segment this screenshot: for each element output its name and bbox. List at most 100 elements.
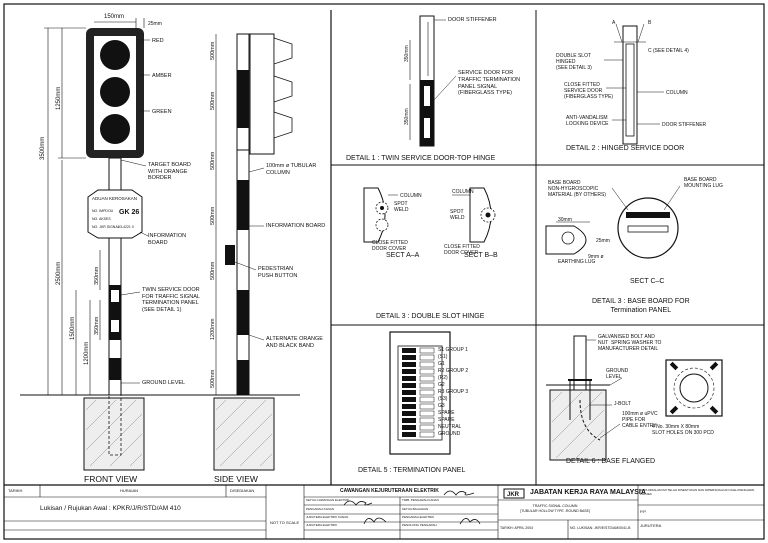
tb-row-5: JURUTERA ELEKTRIK KANAN bbox=[306, 515, 349, 519]
d5-title: DETAIL 5 : TERMINATION PANEL bbox=[358, 467, 465, 474]
terminal-label: G3 bbox=[438, 403, 445, 409]
terminal-block bbox=[402, 369, 416, 374]
side-dim-5: 500mm bbox=[210, 261, 216, 280]
tb-jkr: JABATAN KERJA RAYA MALAYSIA bbox=[530, 489, 646, 496]
terminal-label: SPARE bbox=[438, 410, 455, 416]
d3b-column: COLUMN bbox=[452, 189, 474, 195]
d1-dim-2: 350mm bbox=[404, 108, 410, 125]
label-push-button: PEDESTRIAN PUSH BUTTON bbox=[258, 266, 298, 279]
terminal-label: NEUTRAL bbox=[438, 424, 462, 430]
dim-1250: 1250mm bbox=[56, 87, 62, 110]
info-title: ADUAN KEROSAKAN bbox=[92, 196, 137, 201]
side-dim-4: 500mm bbox=[210, 206, 216, 225]
tb-scale: NOT TO SCALE bbox=[270, 520, 300, 525]
push-button bbox=[225, 245, 235, 265]
d3b-base: BASE BOARD NON-HYGROSCOPIC MATERIAL (BY … bbox=[548, 180, 606, 198]
signature-4 bbox=[459, 518, 481, 525]
d3b-25: 25mm bbox=[596, 238, 610, 244]
detail-1: 350mm 350mm DETAIL 1 : TWIN SERVICE DOOR… bbox=[346, 15, 496, 162]
d2-label-lock: ANTI-VANDALISM LOCKING DEVICE bbox=[566, 115, 609, 127]
d3a-weld: SPOT WELD bbox=[394, 201, 409, 213]
terminal-label: R3 GROUP 3 bbox=[438, 389, 469, 395]
d3a-cover: CLOSE FITTED DOOR COVER bbox=[372, 240, 408, 252]
d1-dim-1: 350mm bbox=[404, 45, 410, 62]
terminal-block bbox=[402, 348, 416, 353]
tb-right: DATA DIRALAM IMI TELAH DISENTUKAN DAN DI… bbox=[640, 488, 755, 496]
info-row-2: NO. AKSES bbox=[92, 217, 111, 221]
terminal-screw bbox=[419, 410, 435, 417]
terminal-label: (S3) bbox=[438, 396, 448, 402]
terminal-block bbox=[402, 404, 416, 409]
signature-3 bbox=[363, 517, 387, 525]
dim-350b: 350mm bbox=[94, 316, 100, 335]
detail-2: A B C (SEE DETAIL 4) COLUMN DOOR STIFFEN… bbox=[566, 20, 707, 152]
side-dim-7: 500mm bbox=[210, 369, 216, 388]
front-view-title: FRONT VIEW bbox=[84, 474, 137, 484]
tb-row-3: PENGARAH KANAN bbox=[306, 507, 335, 511]
tb-row-6: PENGARAH ELEKTRIK bbox=[402, 515, 435, 519]
label-amber: AMBER bbox=[152, 73, 172, 79]
detail-5: DETAIL 5 : TERMINATION PANEL bbox=[358, 331, 465, 474]
side-dim-2: 500mm bbox=[210, 91, 216, 110]
d3b-cover: CLOSE FITTED DOOR COVER bbox=[444, 244, 480, 256]
label-target-board-text: TARGET BOARD WITH ORANGE BORDER bbox=[148, 162, 191, 181]
d2-label-hinge: DOUBLE SLOT HINGED (SEE DETAIL 3) bbox=[556, 53, 592, 71]
tb-row-1: KETUA CAWANGAN ELEKTRIK bbox=[306, 498, 350, 502]
d2-see4: C (SEE DETAIL 4) bbox=[648, 48, 689, 54]
detail-3-base-board: 30mm 25mm 9mm ø EARTHING LUG SECT C–C bbox=[545, 185, 681, 285]
d6-bolt: GALVANISED BOLT AND NUT SPRING WASHER TO… bbox=[598, 334, 662, 352]
tb-jurutera: JURUTERA bbox=[640, 523, 662, 528]
d3b-earth: EARTHING LUG bbox=[558, 259, 596, 265]
side-view: 500mm 500mm 500mm 500mm 500mm 1200mm 500… bbox=[200, 33, 300, 484]
terminal-block bbox=[402, 411, 416, 416]
tb-project: TRAFFIC SIGNAL COLUMN (TUBULAR HOLLOW TY… bbox=[520, 504, 591, 513]
terminal-screw bbox=[419, 347, 435, 354]
terminal-screw bbox=[419, 417, 435, 424]
d1-label-stiffener: DOOR STIFFENER bbox=[448, 17, 497, 23]
foundation bbox=[83, 397, 145, 471]
tb-huraian: HURAIAN bbox=[120, 488, 139, 493]
signature-1 bbox=[343, 500, 373, 506]
dim-150: 150mm bbox=[104, 14, 124, 20]
d3b-lug: BASE BOARD MOUNTING LUG bbox=[684, 177, 723, 189]
info-code: GK 26 bbox=[119, 209, 139, 216]
side-view-title: SIDE VIEW bbox=[214, 474, 258, 484]
tb-row-4: KETUA BAHAGIAN bbox=[402, 507, 429, 511]
tb-disediakan: DISEDIAKAN bbox=[230, 488, 255, 493]
terminal-screw bbox=[419, 361, 435, 368]
terminal-block bbox=[402, 376, 416, 381]
d6-pipe: 100mm ø uPVC PIPE FOR CABLE ENTRY bbox=[622, 411, 658, 429]
terminal-block bbox=[402, 397, 416, 402]
terminal-screw bbox=[419, 368, 435, 375]
label-green: GREEN bbox=[152, 109, 172, 115]
d3b-title: SECT B–B bbox=[464, 252, 498, 259]
title-block bbox=[4, 485, 764, 539]
detail-6: DETAIL 6 : BASE FLANGED bbox=[546, 335, 723, 465]
terminal-screw bbox=[419, 389, 435, 396]
terminal-block bbox=[402, 362, 416, 367]
label-twin-door: TWIN SERVICE DOOR FOR TRAFFIC SIGNAL TER… bbox=[142, 287, 200, 313]
detail-3-hinge: COLUMN SECT A–A COLUMN SECT B–B DETAIL 3… bbox=[363, 187, 498, 320]
terminal-block bbox=[402, 390, 416, 395]
side-dim-3: 500mm bbox=[210, 151, 216, 170]
d3b-title: DETAIL 3 : BASE BOARD FOR Termination PA… bbox=[592, 298, 690, 314]
terminal-label: (S1) bbox=[438, 354, 448, 360]
info-row-3: NO. JKR SIGNAL bbox=[92, 225, 120, 229]
d6-slots: 4 No. 30mm X 80mm SLOT HOLES ON 300 PCD bbox=[652, 424, 714, 436]
dim-350a: 350mm bbox=[94, 266, 100, 285]
d3a-column: COLUMN bbox=[400, 193, 422, 199]
side-dim-1: 500mm bbox=[210, 41, 216, 60]
tb-tarikh2: TARIKH: APRIL 2004 bbox=[500, 526, 534, 530]
d3b-sect: SECT C–C bbox=[630, 278, 665, 285]
terminal-label: R2 GROUP 2 bbox=[438, 368, 469, 374]
d6-ground: GROUND LEVEL bbox=[606, 368, 629, 380]
jkr-logo bbox=[503, 488, 525, 499]
d1-label-door: SERVICE DOOR FOR TRAFFIC TERMINATION PAN… bbox=[458, 70, 521, 97]
terminal-label: GROUND bbox=[438, 431, 461, 437]
d2-b: B bbox=[648, 20, 652, 26]
label-tubular-column: 100mm ø TUBULAR COLUMN bbox=[266, 163, 317, 176]
d2-stiff: DOOR STIFFENER bbox=[662, 122, 707, 128]
tb-no-lukisan: NO. LUKISAN: JKR/E/STD/AM/0041-B bbox=[570, 526, 631, 530]
tb-ref: Lukisan / Rujukan Awal : KPKR/J/R/STD/AM… bbox=[40, 505, 181, 512]
d2-a: A bbox=[612, 20, 616, 26]
